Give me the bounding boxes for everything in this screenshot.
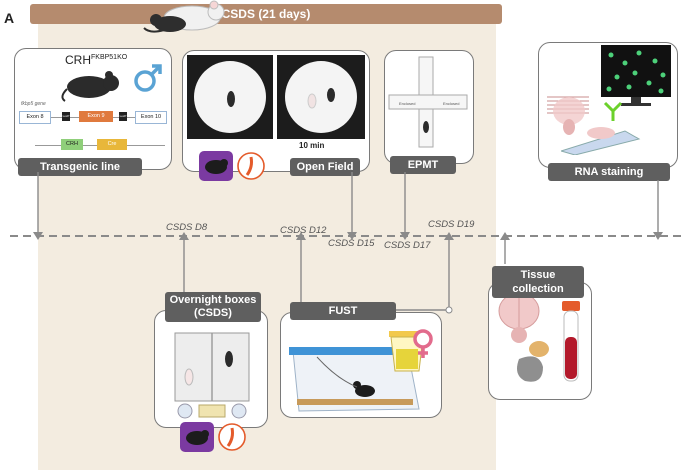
open-field-title: Open Field bbox=[290, 158, 360, 176]
enclosed-arm-label-right: Enclosed bbox=[443, 101, 459, 106]
epmt-card: Enclosed Enclosed bbox=[384, 50, 474, 164]
exon-9: Exon 9 bbox=[79, 111, 113, 122]
female-symbol-icon bbox=[413, 329, 433, 358]
cre-gene: Cre bbox=[97, 139, 127, 150]
epmt-title: EPMT bbox=[390, 156, 456, 174]
timeline-label-d19: CSDS D19 bbox=[428, 219, 475, 230]
timeline-label-d15: CSDS D15 bbox=[328, 238, 375, 249]
arena-icon bbox=[187, 55, 365, 139]
gene-label: fkbp5 gene bbox=[21, 101, 46, 107]
panel-letter: A bbox=[4, 10, 15, 26]
timeline-label-d8: CSDS D8 bbox=[166, 222, 208, 233]
urine-cup-icon bbox=[389, 331, 424, 372]
arrow-transgenic bbox=[33, 232, 43, 240]
mouse-icon bbox=[61, 71, 119, 102]
arrow-d19 bbox=[444, 232, 454, 240]
mouse-pair-icon bbox=[199, 151, 265, 181]
loxp-site-2: LoxP bbox=[119, 112, 127, 121]
rna-staining-title: RNA staining bbox=[548, 163, 670, 181]
tissue-collection-card bbox=[488, 282, 592, 400]
resident-mouse-icon bbox=[143, 0, 225, 33]
slide-icon bbox=[561, 127, 641, 155]
open-field-duration: 10 min bbox=[299, 141, 325, 150]
csds-banner-title: CSDS (21 days) bbox=[221, 7, 311, 21]
timeline-label-d17: CSDS D17 bbox=[384, 240, 431, 251]
tissue-collection-title: Tissue collection bbox=[492, 266, 584, 298]
csds-banner: CSDS (21 days) bbox=[30, 4, 502, 24]
exon-10: Exon 10 bbox=[135, 111, 167, 124]
exon-8: Exon 8 bbox=[19, 111, 51, 124]
open-field-card: 10 min bbox=[182, 50, 370, 181]
genotype-label: CRHFKBP51KO bbox=[65, 53, 127, 67]
male-symbol-icon bbox=[134, 64, 162, 92]
timeline-label-d12: CSDS D12 bbox=[280, 225, 327, 236]
adrenal-kidney-icon bbox=[517, 341, 549, 382]
overnight-boxes-card bbox=[154, 310, 268, 428]
enclosed-arm-label-left: Enclosed bbox=[399, 101, 415, 106]
d19-node bbox=[445, 306, 453, 314]
fust-title: FUST bbox=[290, 302, 396, 320]
blood-tube-icon bbox=[562, 301, 580, 382]
antibody-icon bbox=[603, 101, 623, 121]
fust-cage-icon bbox=[289, 346, 420, 412]
microscope-monitor-icon bbox=[601, 45, 671, 106]
arrow-rna bbox=[653, 232, 663, 240]
overnight-title-line1: Overnight boxes bbox=[169, 294, 257, 306]
arrow-tissue bbox=[500, 232, 510, 240]
cage-icon bbox=[174, 332, 250, 419]
arrow-fust bbox=[296, 232, 306, 240]
genotype-superscript: FKBP51KO bbox=[91, 54, 128, 61]
fust-card bbox=[280, 312, 442, 418]
genotype-text: CRH bbox=[65, 53, 91, 67]
elevated-plus-maze-icon: Enclosed Enclosed bbox=[388, 56, 468, 148]
arrow-overnight bbox=[179, 232, 189, 240]
brain-icon-2 bbox=[498, 292, 540, 343]
loxp-site-1: LoxP bbox=[62, 112, 70, 121]
brain-icon bbox=[547, 96, 589, 135]
rna-staining-card bbox=[538, 42, 678, 168]
food-pellet-icon bbox=[198, 404, 226, 418]
crh-promoter: CRH bbox=[61, 139, 83, 150]
mouse-pair-icon-2 bbox=[180, 422, 246, 452]
transgenic-line-title: Transgenic line bbox=[18, 158, 142, 176]
overnight-boxes-title: Overnight boxes (CSDS) bbox=[165, 292, 261, 322]
arrow-epmt bbox=[400, 232, 410, 240]
transgenic-line-card: CRHFKBP51KO fkbp5 gene Exon 8 LoxP Exon … bbox=[14, 48, 172, 170]
overnight-title-line2: (CSDS) bbox=[194, 307, 232, 319]
arrow-open-field bbox=[347, 232, 357, 240]
